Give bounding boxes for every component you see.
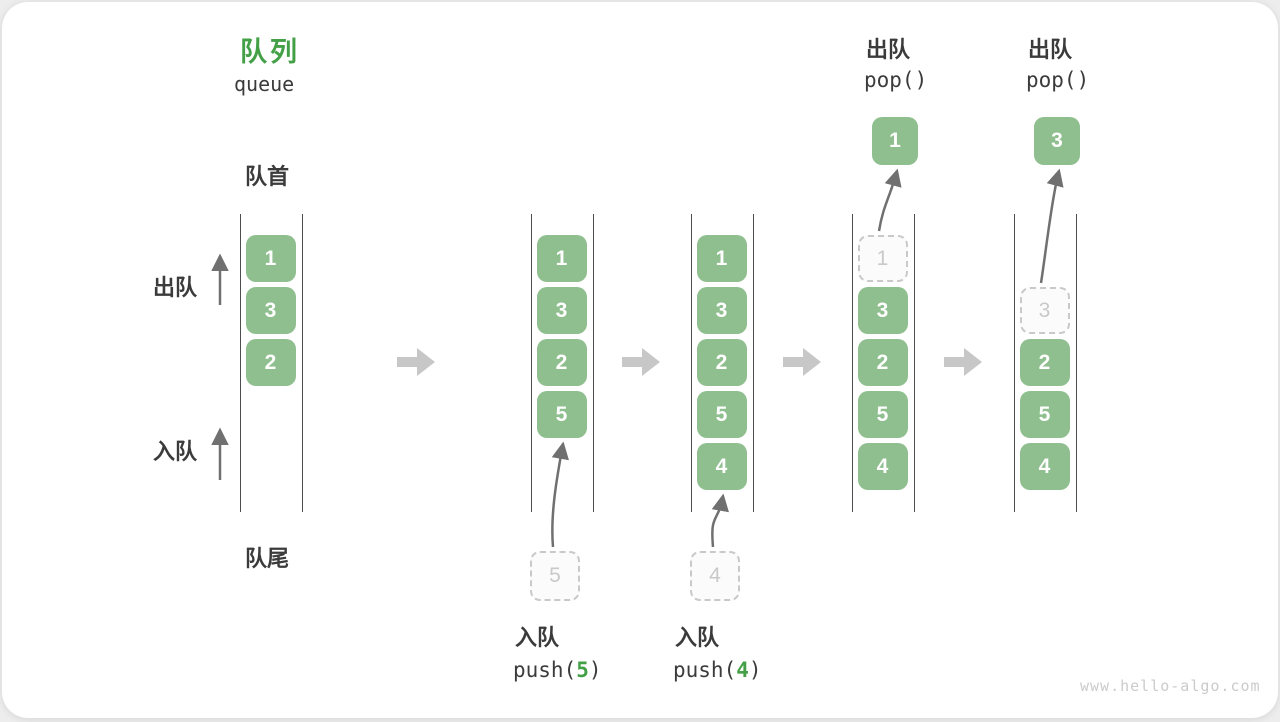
queue-state-3: 1 3 2 5 4	[690, 214, 754, 512]
op-code-text: push(	[513, 658, 577, 682]
push-operation-code: push(4)	[673, 658, 762, 682]
transition-arrow-icon	[622, 347, 660, 377]
push-operation-label: 入队	[675, 625, 720, 650]
queue-front-label: 队首	[245, 164, 290, 189]
op-code-text: pop()	[864, 68, 928, 92]
queue-cell: 3	[536, 287, 587, 334]
queue-cell: 1	[536, 235, 587, 282]
op-code-arg: 4	[736, 658, 749, 682]
queue-cell: 2	[245, 339, 296, 386]
popped-cell: 3	[1034, 117, 1080, 165]
ghost-cell: 3	[1019, 287, 1070, 334]
push-operation-label: 入队	[515, 625, 560, 650]
page-title: 队列	[240, 37, 300, 67]
watermark: www.hello-algo.com	[1080, 677, 1261, 695]
ghost-cell: 1	[857, 235, 908, 282]
queue-rear-label: 队尾	[245, 546, 290, 571]
op-code-text: )	[748, 658, 762, 682]
dequeue-side-label: 出队	[153, 275, 198, 300]
incoming-cell: 5	[530, 551, 580, 601]
queue-cell: 2	[536, 339, 587, 386]
queue-cell: 5	[536, 391, 587, 438]
queue-cell: 4	[1019, 443, 1070, 490]
queue-cell: 1	[696, 235, 747, 282]
queue-cell: 3	[245, 287, 296, 334]
popped-cell: 1	[872, 117, 918, 165]
queue-cell: 3	[696, 287, 747, 334]
queue-cell: 5	[1019, 391, 1070, 438]
transition-arrow-icon	[944, 347, 982, 377]
queue-state-4: 3 2 5 4 1	[851, 214, 915, 512]
page-subtitle: queue	[234, 72, 295, 96]
queue-cell: 1	[245, 235, 296, 282]
queue-cell: 5	[696, 391, 747, 438]
op-code-text: pop()	[1026, 68, 1090, 92]
op-code-text: push(	[673, 658, 737, 682]
transition-arrow-icon	[782, 347, 821, 377]
op-code-arg: 5	[576, 658, 589, 682]
queue-cell: 4	[696, 443, 747, 490]
queue-cell: 4	[857, 443, 908, 490]
op-code-text: )	[588, 658, 602, 682]
queue-cell: 2	[696, 339, 747, 386]
queue-state-1: 1 3 2	[239, 214, 303, 512]
incoming-cell: 4	[690, 551, 740, 601]
queue-state-5: 2 5 4 3	[1013, 214, 1077, 512]
pop-operation-code: pop()	[1026, 68, 1089, 92]
queue-cell: 5	[857, 391, 908, 438]
enqueue-side-label: 入队	[153, 439, 198, 464]
pop-operation-label: 出队	[1028, 37, 1073, 62]
pop-operation-label: 出队	[866, 37, 911, 62]
queue-state-2: 1 3 2 5	[530, 214, 594, 512]
push-operation-code: push(5)	[513, 658, 602, 682]
pop-operation-code: pop()	[864, 68, 927, 92]
queue-cell: 2	[857, 339, 908, 386]
queue-cell: 3	[857, 287, 908, 334]
transition-arrow-icon	[396, 347, 435, 377]
queue-cell: 2	[1019, 339, 1070, 386]
